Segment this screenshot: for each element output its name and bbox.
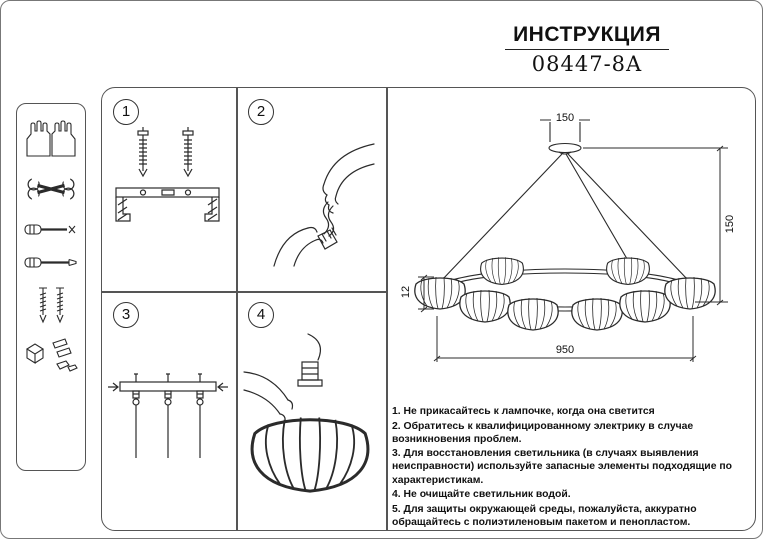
step1-bracket-illustration [115,127,220,222]
step-number-badge: 1 [113,99,139,125]
note-line: 1. Не прикасайтесь к лампочке, когда она… [392,406,655,417]
step3-bar-illustration [108,373,228,458]
header: ИНСТРУКЦИЯ 08447-8A [479,23,695,76]
phillips-screwdriver-icon [24,224,76,235]
page-title: ИНСТРУКЦИЯ [505,23,669,50]
step2-wiring-illustration [273,143,375,267]
note-line: 3. Для восстановления светильника (в слу… [392,448,732,486]
flat-screwdriver-icon [24,257,77,268]
divider-horizontal-1 [102,291,387,293]
divider-vertical-1 [236,88,238,530]
note-line: 5. Для защиты окружающей среды, пожалуйс… [392,503,697,528]
fasteners-icon [25,338,78,372]
model-number: 08447-8A [531,52,643,76]
dimension-drop-height: 150 [724,214,736,234]
gloves-icon [26,120,76,157]
step4-shade-illustration [243,333,370,493]
step-number-badge: 4 [248,302,274,328]
note-line: 4. Не очищайте светильник водой. [392,489,571,501]
wrenches-icon [27,176,75,202]
main-panel: 1 2 3 4 [101,87,756,531]
dimension-shade-height: 12 [400,285,412,299]
divider-vertical-2 [386,88,388,530]
step-number-badge: 2 [248,99,274,125]
tools-sidebar [16,103,86,471]
chandelier-diagram [414,119,728,362]
safety-notes: 1. Не прикасайтесь к лампочке, когда она… [392,405,750,530]
dimension-canopy-width: 150 [555,112,575,124]
step-number-badge: 3 [113,302,139,328]
note-line: 2. Обратитесь к квалифицированному элект… [392,420,694,445]
dimension-fixture-width: 950 [555,344,575,356]
screws-icon [39,287,64,324]
